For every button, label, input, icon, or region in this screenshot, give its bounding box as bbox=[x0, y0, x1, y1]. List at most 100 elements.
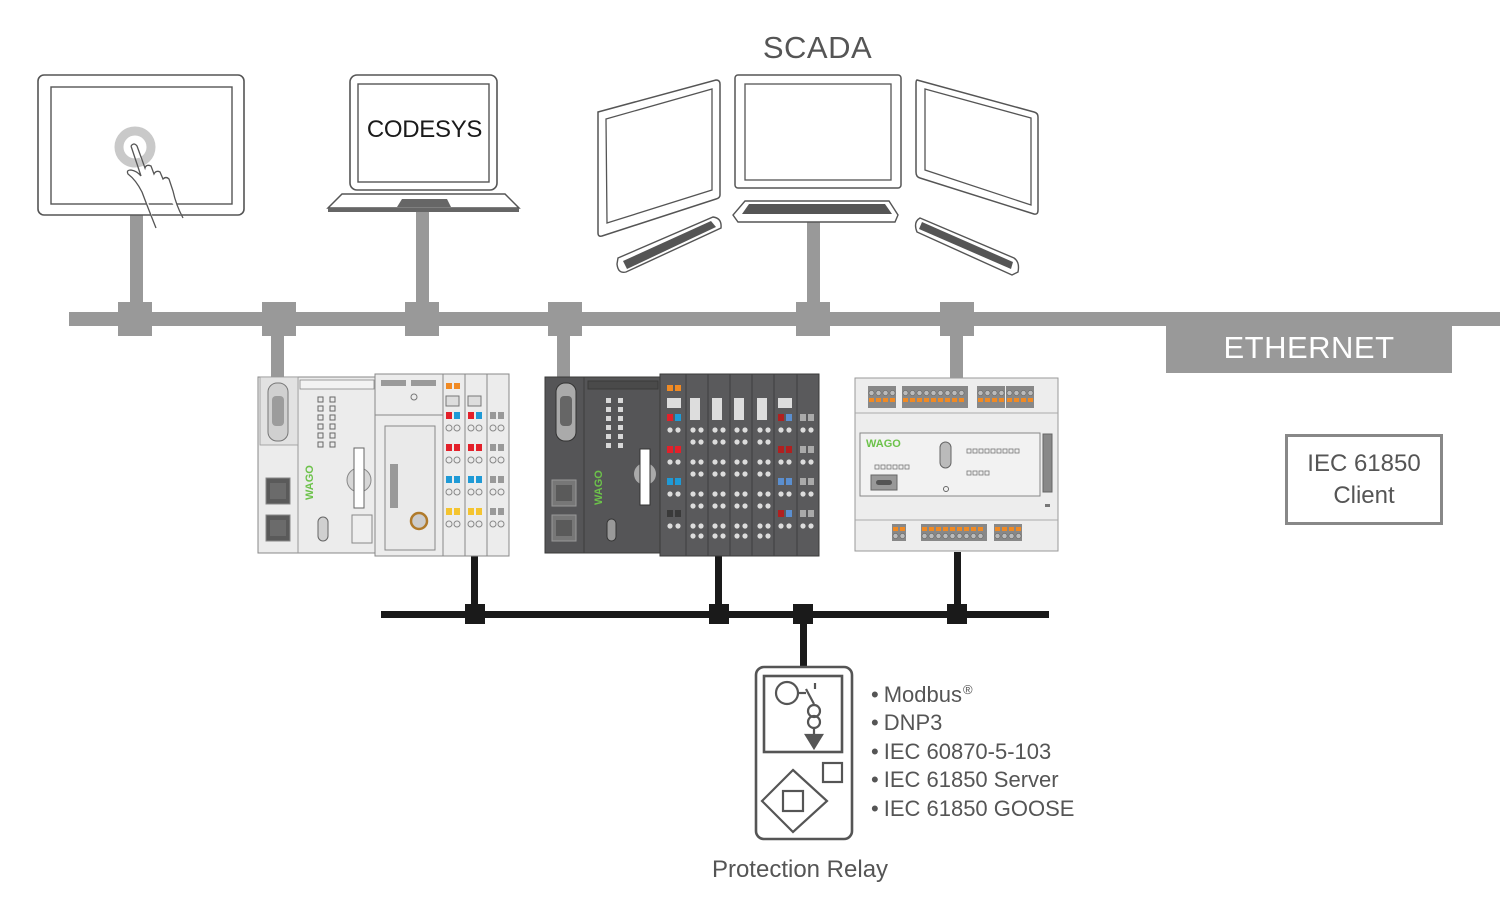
terminal-dot bbox=[712, 491, 718, 497]
terminal-release bbox=[876, 398, 881, 402]
terminal-dot bbox=[765, 503, 771, 509]
wago-logo: WAGO bbox=[866, 438, 901, 450]
terminal-release bbox=[943, 527, 948, 531]
terminal-release bbox=[999, 398, 1004, 402]
terminal-dot bbox=[765, 471, 771, 477]
terminal-release bbox=[985, 398, 990, 402]
terminal-dot bbox=[690, 533, 696, 539]
terminal-dot bbox=[667, 523, 673, 529]
trackpad bbox=[397, 199, 451, 207]
terminal-release bbox=[964, 527, 969, 531]
controller-dark[interactable]: WAGO bbox=[544, 373, 820, 557]
terminal-dot bbox=[778, 459, 784, 465]
terminal-pin bbox=[977, 533, 984, 539]
terminal-dot bbox=[734, 459, 740, 465]
terminal-dot bbox=[757, 533, 763, 539]
ethernet-junction bbox=[405, 302, 439, 336]
terminal-dot bbox=[720, 439, 726, 445]
terminal-dot bbox=[757, 503, 763, 509]
terminal-dot bbox=[757, 439, 763, 445]
terminal-dot bbox=[712, 523, 718, 529]
terminal-dot bbox=[712, 439, 718, 445]
terminal-release bbox=[1007, 398, 1012, 402]
terminal-dot bbox=[778, 523, 784, 529]
protocol-item: IEC 61850 Server bbox=[871, 766, 1074, 794]
terminal-dot bbox=[698, 503, 704, 509]
scada-title: SCADA bbox=[762, 30, 873, 65]
terminal-release bbox=[1016, 527, 1021, 531]
terminal-release bbox=[978, 527, 983, 531]
terminal-dot bbox=[734, 427, 740, 433]
ethernet-label-tab bbox=[1166, 312, 1452, 373]
terminal-pin bbox=[991, 390, 998, 396]
breaker-symbol-icon bbox=[774, 680, 824, 751]
terminal-pin bbox=[963, 533, 970, 539]
terminal-pin bbox=[1001, 533, 1008, 539]
terminal-release bbox=[952, 398, 957, 402]
scada-workstation[interactable] bbox=[597, 74, 1039, 276]
terminal-dot bbox=[734, 533, 740, 539]
drop-codesys-laptop bbox=[416, 212, 429, 312]
terminal-dot bbox=[734, 471, 740, 477]
terminal-dot bbox=[698, 491, 704, 497]
terminal-pin bbox=[930, 390, 937, 396]
terminal-pin bbox=[994, 533, 1001, 539]
terminal-dot bbox=[742, 471, 748, 477]
terminal-release bbox=[869, 398, 874, 402]
terminal-pin bbox=[1008, 533, 1015, 539]
terminal-dot bbox=[742, 427, 748, 433]
terminal-pin bbox=[942, 533, 949, 539]
terminal-pin bbox=[1027, 390, 1034, 396]
terminal-dot bbox=[757, 471, 763, 477]
io-terminals bbox=[445, 424, 505, 528]
terminal-dot bbox=[742, 533, 748, 539]
ethernet-bus bbox=[69, 212, 1500, 378]
terminal-dot bbox=[690, 427, 696, 433]
terminal-dot bbox=[712, 503, 718, 509]
terminal-pin bbox=[951, 390, 958, 396]
terminal-release bbox=[971, 527, 976, 531]
terminal-pin bbox=[921, 533, 928, 539]
terminal-dot bbox=[734, 491, 740, 497]
controller-compact[interactable]: WAGO bbox=[854, 377, 1059, 552]
terminal-dot bbox=[808, 427, 814, 433]
io-module bbox=[486, 373, 510, 557]
terminal-dot bbox=[698, 427, 704, 433]
protocol-item: Modbus® bbox=[871, 676, 1074, 709]
terminal-dot bbox=[765, 491, 771, 497]
drop-touch-panel bbox=[130, 215, 143, 315]
terminal-pin bbox=[902, 390, 909, 396]
terminal-dot bbox=[800, 523, 806, 529]
terminal-dot bbox=[712, 459, 718, 465]
terminal-pin bbox=[882, 390, 889, 396]
terminal-release bbox=[922, 527, 927, 531]
controller-light[interactable]: WAGO bbox=[257, 373, 510, 557]
relay-display bbox=[762, 674, 844, 754]
fieldbus-junction bbox=[709, 604, 729, 624]
terminal-release bbox=[1009, 527, 1014, 531]
protection-relay[interactable] bbox=[754, 665, 854, 841]
drop-controller-light bbox=[271, 326, 284, 378]
terminal-dot bbox=[765, 533, 771, 539]
terminal-dot bbox=[757, 491, 763, 497]
terminal-release bbox=[929, 527, 934, 531]
codesys-laptop[interactable] bbox=[326, 74, 521, 212]
terminal-release bbox=[883, 398, 888, 402]
terminal-pin bbox=[889, 390, 896, 396]
terminal-dot bbox=[720, 503, 726, 509]
fieldbus-drop bbox=[471, 556, 478, 614]
terminal-dot bbox=[667, 459, 673, 465]
terminal-dot bbox=[720, 533, 726, 539]
terminal-dot bbox=[742, 439, 748, 445]
protocol-item: DNP3 bbox=[871, 709, 1074, 737]
terminal-dot bbox=[698, 439, 704, 445]
terminal-dot bbox=[757, 523, 763, 529]
terminal-dot bbox=[720, 459, 726, 465]
iec-61850-client-box[interactable]: IEC 61850 Client bbox=[1285, 434, 1443, 525]
touch-panel[interactable] bbox=[37, 74, 245, 229]
terminal-release bbox=[945, 398, 950, 402]
terminal-dot bbox=[786, 523, 792, 529]
fieldbus-drop bbox=[954, 552, 961, 614]
